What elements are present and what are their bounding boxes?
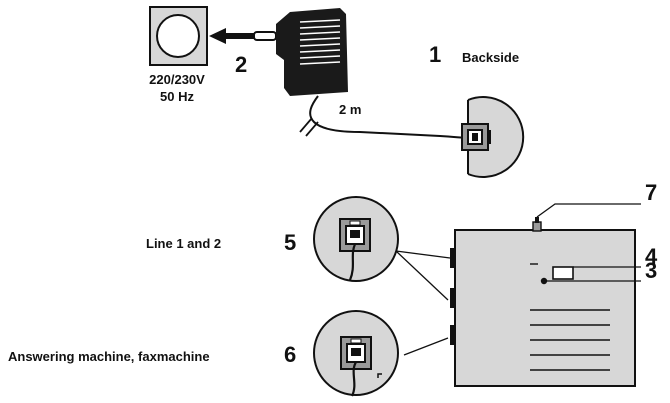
line-jack-detail bbox=[313, 196, 399, 282]
callout-2: 2 bbox=[235, 52, 248, 77]
callout-4: 4 bbox=[645, 244, 658, 269]
answering-jack-detail bbox=[313, 310, 399, 397]
label-answering-machine: Answering machine, faxmachine bbox=[8, 349, 210, 364]
label-voltage: 220/230V bbox=[149, 72, 205, 87]
label-line-1-and-2: Line 1 and 2 bbox=[146, 236, 222, 251]
port-leader-lines bbox=[395, 250, 451, 356]
label-cable-length: 2 m bbox=[339, 102, 362, 117]
callout-1: 1 bbox=[429, 42, 442, 67]
callout-6: 6 bbox=[284, 342, 297, 367]
callout-3: 3 bbox=[645, 258, 658, 283]
label-frequency: 50 Hz bbox=[160, 89, 194, 104]
adapter-cable bbox=[299, 95, 469, 139]
callout-5: 5 bbox=[284, 230, 297, 255]
backside-jack-detail bbox=[461, 96, 525, 178]
wall-socket bbox=[149, 6, 208, 66]
label-backside: Backside bbox=[462, 50, 520, 65]
device-unit bbox=[450, 203, 641, 387]
power-adapter bbox=[253, 8, 348, 96]
callout-7: 7 bbox=[645, 180, 658, 205]
insert-arrow bbox=[209, 28, 254, 44]
